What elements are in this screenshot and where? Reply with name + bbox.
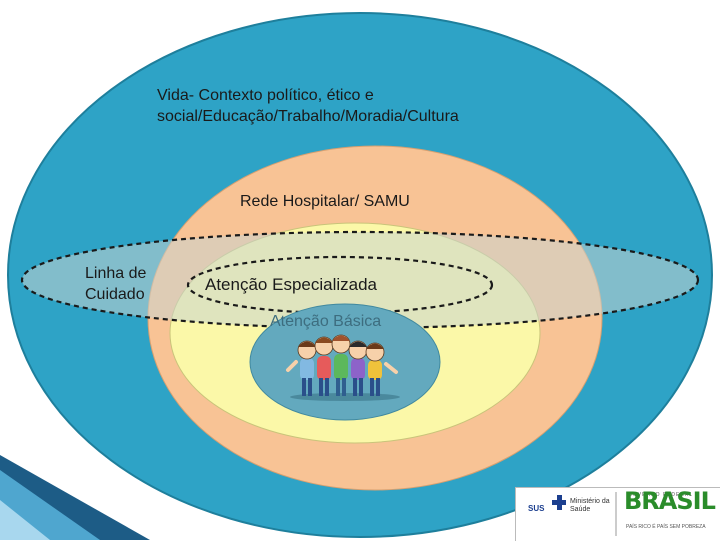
hospital-label: Rede Hospitalar/ SAMU (240, 193, 410, 210)
children-group-icon (286, 334, 400, 401)
basic-care-label: Atenção Básica (270, 313, 382, 330)
brazil-slogan: PAÍS RICO É PAÍS SEM POBREZA (626, 524, 706, 530)
corner-wedge-highlight (0, 500, 50, 540)
gov-caption: GOVERNO FEDERAL (628, 492, 694, 498)
health-cross-icon (552, 492, 617, 536)
specialized-label: Atenção Especializada (205, 275, 378, 294)
care-line-band (20, 230, 700, 330)
specialized-dashed-oval (186, 255, 494, 315)
brazil-logo-icon: BRASIL (624, 487, 716, 515)
sus-logo-text: SUS (528, 504, 545, 513)
outer-label-vida: Vida- Contexto político, ético e social/… (157, 87, 459, 125)
ministry-logo-text: Ministério da Saúde (570, 498, 610, 513)
logo-strip: SUS Ministério da Saúde GOVERNO FEDERAL … (515, 487, 720, 541)
care-line-label: Linha de Cuidado (85, 265, 147, 303)
